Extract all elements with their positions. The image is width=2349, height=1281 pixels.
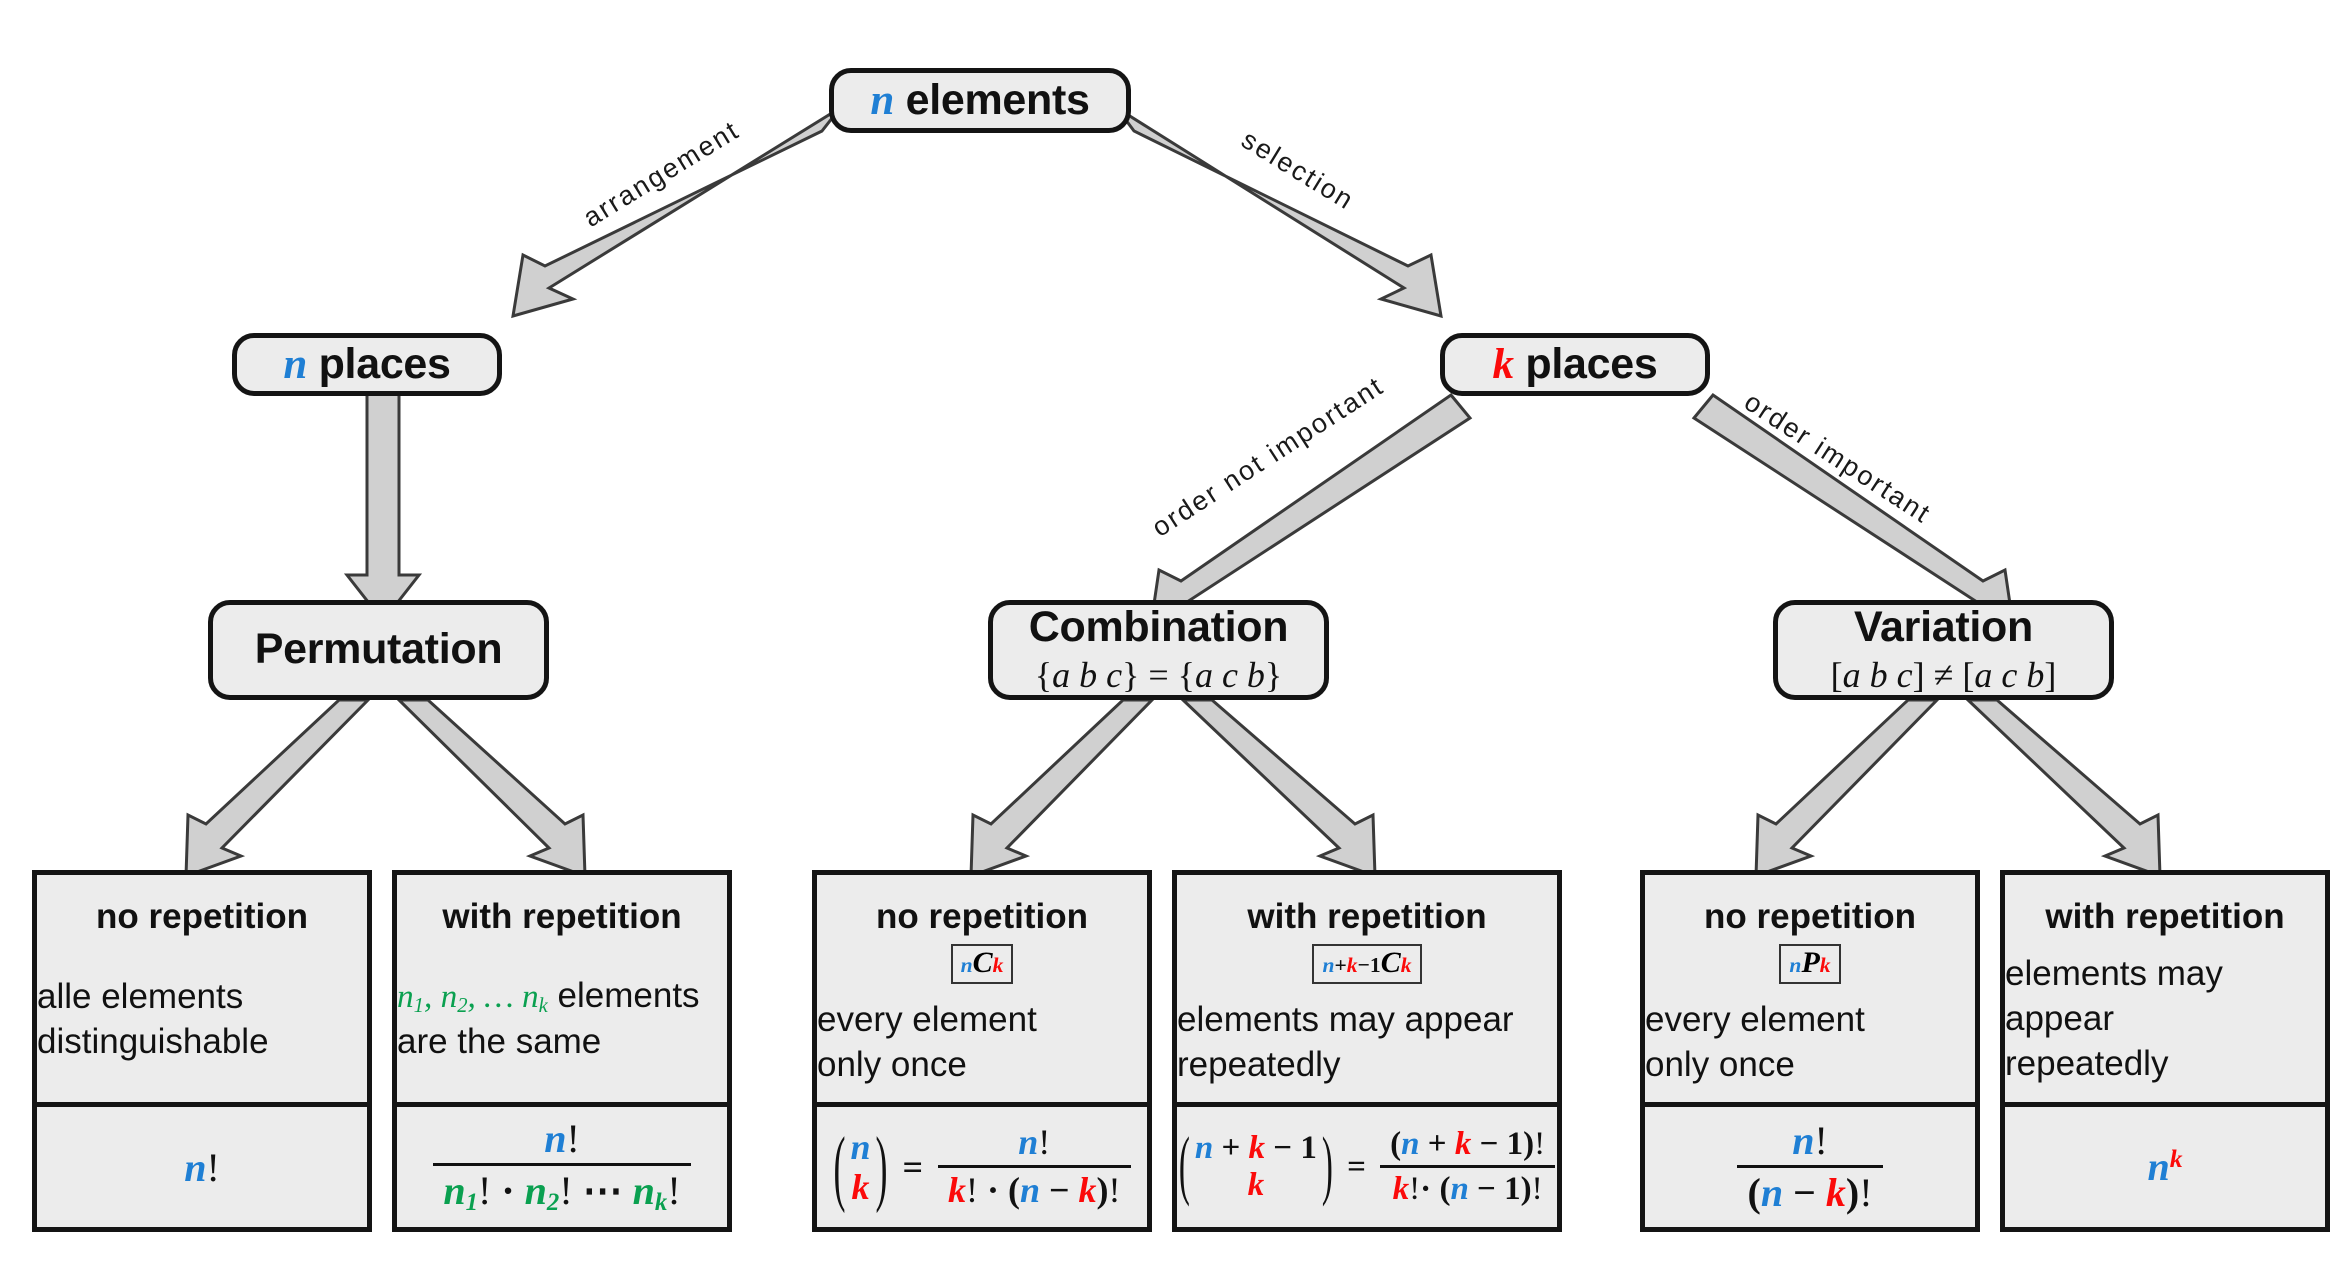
arrow-comb-with-rep: [1179, 698, 1377, 879]
leaf-header: with repetition: [1247, 897, 1487, 936]
leaf-header: no repetition: [1704, 897, 1916, 936]
leaf-formula-cell: n! n1! · n2! ⋯ nk!: [397, 1107, 727, 1227]
leaf-combination-with-repetition[interactable]: with repetition n+k−1Ck elements may app…: [1172, 870, 1562, 1232]
node-permutation-label: Permutation: [254, 625, 503, 674]
edge-label-order-not-important: order not important: [1146, 370, 1390, 543]
node-variation-label: Variation: [1854, 602, 2033, 651]
leaf-formula: nk: [2147, 1143, 2183, 1190]
leaf-header: no repetition: [96, 897, 308, 936]
arrow-perm-with-rep: [395, 698, 587, 879]
leaf-symbol: nCk: [950, 944, 1014, 984]
node-n-elements[interactable]: n elements: [829, 68, 1131, 133]
node-combination-label: Combination: [1028, 602, 1289, 651]
leaf-symbol: nPk: [1779, 944, 1841, 984]
leaf-header: with repetition: [442, 897, 682, 936]
node-k-places[interactable]: k places: [1440, 333, 1710, 396]
leaf-header: no repetition: [876, 897, 1088, 936]
leaf-formula: n!: [184, 1144, 220, 1190]
leaf-formula: n! (n − k)!: [1737, 1120, 1883, 1214]
arrow-selection: [1115, 106, 1443, 319]
arrow-order-important: [1691, 392, 2016, 634]
leaf-formula-cell: n! (n − k)!: [1645, 1107, 1975, 1227]
arrow-n-places-permutation: [343, 392, 423, 624]
arrow-comb-no-rep: [969, 698, 1156, 879]
leaf-formula-cell: nk: [2005, 1107, 2325, 1227]
node-k-places-label: k places: [1492, 339, 1658, 388]
node-n-places-label: n places: [283, 339, 451, 388]
arrow-var-no-rep: [1754, 698, 1941, 879]
arrow-arrangement: [511, 106, 842, 319]
leaf-formula-cell: n!: [37, 1107, 367, 1227]
node-permutation[interactable]: Permutation: [208, 600, 549, 700]
leaf-symbol: n+k−1Ck: [1312, 944, 1422, 984]
node-n-elements-label: n elements: [870, 75, 1090, 124]
leaf-header: with repetition: [2045, 897, 2285, 936]
node-combination[interactable]: Combination {a b c} = {a c b}: [988, 600, 1329, 700]
leaf-upper: with repetition n+k−1Ck elements may app…: [1177, 875, 1557, 1107]
arrow-perm-no-rep: [184, 698, 372, 879]
node-n-places[interactable]: n places: [232, 333, 502, 396]
leaf-formula: n! n1! · n2! ⋯ nk!: [433, 1117, 691, 1216]
node-variation-subtitle: [a b c] ≠ [a c b]: [1830, 654, 2057, 695]
node-combination-subtitle: {a b c} = {a c b}: [1034, 654, 1283, 695]
arrow-var-with-rep: [1964, 698, 2162, 879]
edge-label-selection: selection: [1236, 124, 1360, 216]
edge-label-order-important: order important: [1739, 386, 1937, 530]
node-variation[interactable]: Variation [a b c] ≠ [a c b]: [1773, 600, 2114, 700]
edge-label-arrangement: arrangement: [577, 114, 745, 233]
